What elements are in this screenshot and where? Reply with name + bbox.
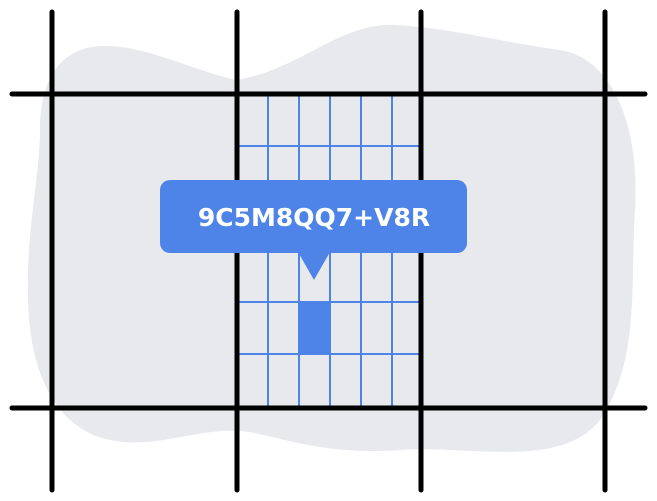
plus-code-callout: 9C5M8QQ7+V8R [160, 180, 467, 280]
plus-code-text: 9C5M8QQ7+V8R [198, 203, 430, 232]
highlighted-cell [298, 302, 330, 354]
callout-box [160, 180, 467, 253]
callout-pointer [298, 252, 330, 280]
